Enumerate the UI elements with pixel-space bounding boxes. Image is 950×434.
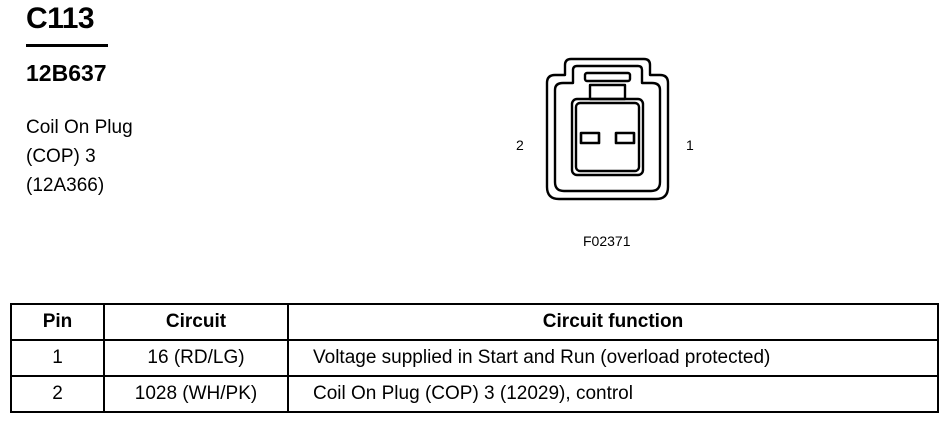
component-description: Coil On Plug (COP) 3 (12A366) xyxy=(26,113,133,200)
figure-number: F02371 xyxy=(583,233,631,249)
terminal-pin-1 xyxy=(614,131,636,145)
cell-circuit: 1028 (WH/PK) xyxy=(103,375,289,413)
terminal-cavity-inner xyxy=(574,101,641,173)
pin-number-label: 1 xyxy=(686,137,694,153)
cell-pin: 1 xyxy=(10,339,105,377)
connector-latch xyxy=(583,71,632,83)
title-underline xyxy=(26,44,108,47)
pin-number-label: 2 xyxy=(516,137,524,153)
table-row: 1 16 (RD/LG) Voltage supplied in Start a… xyxy=(10,339,939,377)
header-pin: Pin xyxy=(10,303,105,341)
latch-tab xyxy=(588,83,627,101)
cell-circuit-function: Voltage supplied in Start and Run (overl… xyxy=(287,339,939,377)
connector-housing-outer xyxy=(545,57,670,201)
connector-face-diagram xyxy=(545,57,670,201)
part-number: 12B637 xyxy=(26,60,107,86)
connector-housing-inner xyxy=(553,64,662,193)
description-line: (COP) 3 xyxy=(26,146,96,167)
pinout-table: Pin Circuit Circuit function 1 16 (RD/LG… xyxy=(10,303,939,413)
connector-title: C113 xyxy=(26,2,95,35)
terminal-pin-2 xyxy=(579,131,601,145)
description-line: Coil On Plug xyxy=(26,117,133,138)
header-circuit: Circuit xyxy=(103,303,289,341)
table-row: 2 1028 (WH/PK) Coil On Plug (COP) 3 (120… xyxy=(10,375,939,413)
description-line: (12A366) xyxy=(26,175,105,196)
cell-circuit-function: Coil On Plug (COP) 3 (12029), control xyxy=(287,375,939,413)
header-circuit-function: Circuit function xyxy=(287,303,939,341)
terminal-cavity xyxy=(570,97,645,177)
cell-pin: 2 xyxy=(10,375,105,413)
cell-circuit: 16 (RD/LG) xyxy=(103,339,289,377)
table-header-row: Pin Circuit Circuit function xyxy=(10,303,939,341)
